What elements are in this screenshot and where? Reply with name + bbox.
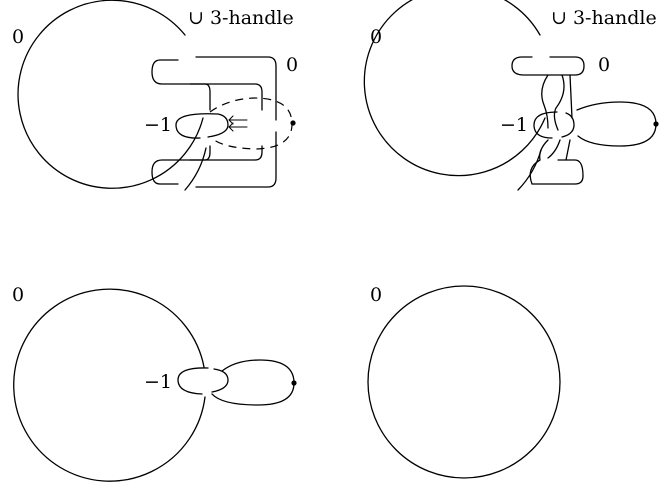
p1-upper-band-outer (195, 56, 277, 121)
p3-label-minus-one: −1 (144, 371, 172, 393)
p3-label-big-circle: 0 (12, 284, 24, 306)
p1-big-circle (17, 0, 204, 189)
p2-big-circle (363, 0, 546, 177)
panel-2: 0 0 −1 ∪ 3-handle (363, 0, 659, 191)
p2-twist-strand-b (553, 74, 565, 131)
p1-dotted-circle (209, 97, 293, 150)
p4-label-big-circle: 0 (370, 284, 382, 306)
p2-twist-strand-a (541, 74, 549, 129)
p1-arrow-upper (228, 115, 248, 125)
p1-lower-band-inner (189, 145, 263, 161)
p2-lower-twist (529, 139, 584, 185)
p1-upper-band-inner (189, 83, 263, 111)
p2-label-minus-one: −1 (500, 114, 528, 136)
p2-top-twist (511, 56, 585, 76)
p2-twist-strand-c (569, 74, 573, 119)
p1-lower-band (151, 145, 211, 185)
p2-right-oval (576, 101, 657, 147)
panel-4: 0 (367, 284, 561, 479)
p1-upper-band (151, 59, 211, 111)
p2-label-big-circle: 0 (370, 26, 382, 48)
p3-big-circle (13, 288, 206, 482)
panel-1: 0 0 −1 ∪ 3-handle (12, 0, 298, 191)
p1-minus-one-loop (175, 113, 229, 139)
panel-3: 0 −1 (12, 284, 297, 482)
p3-minus-one-loop (177, 367, 229, 395)
p1-label-top-right: 0 (286, 54, 298, 76)
p1-lower-band-outer (195, 131, 277, 188)
p2-minus-one-loop (533, 111, 575, 139)
p1-arrow-lower (228, 122, 248, 132)
p3-dot-marker (291, 380, 297, 386)
p4-big-circle (367, 285, 561, 479)
p1-label-minus-one: −1 (144, 114, 172, 136)
p1-dot-marker (290, 120, 296, 126)
p1-label-big-circle: 0 (12, 26, 24, 48)
p3-right-oval (211, 359, 295, 406)
p2-lower-strand (547, 139, 571, 161)
p2-label-top-right: 0 (598, 54, 610, 76)
p2-dot-marker (653, 121, 659, 127)
p1-handle-note: ∪ 3-handle (188, 7, 294, 29)
p2-handle-note: ∪ 3-handle (551, 7, 657, 29)
p1-big-circle-end (184, 147, 207, 191)
